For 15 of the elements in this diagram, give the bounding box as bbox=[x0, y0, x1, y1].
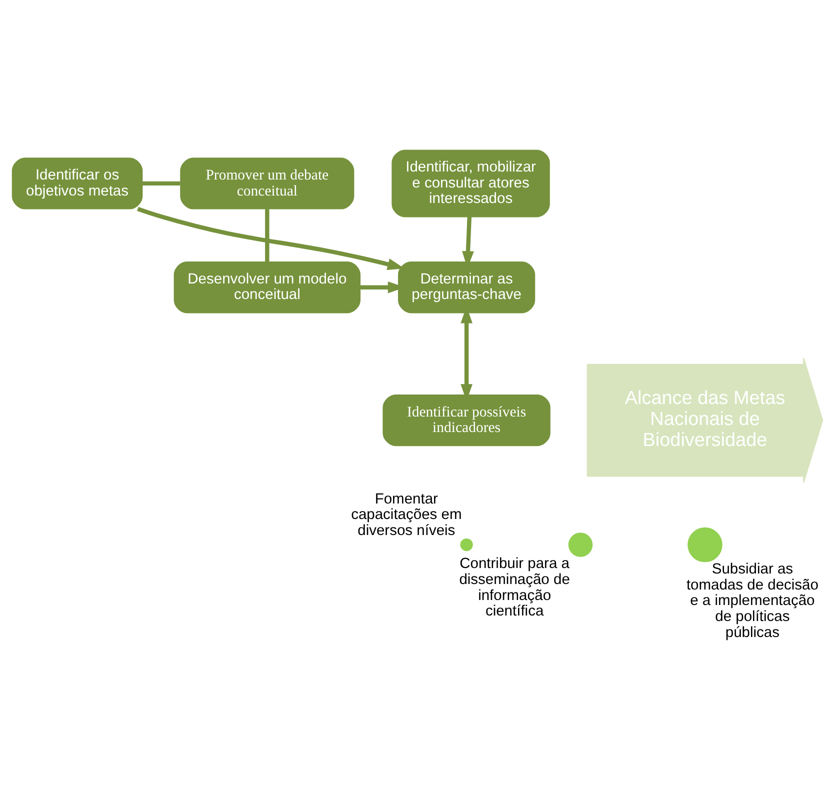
node-label: Contribuir para a disseminação de informação científica bbox=[459, 556, 570, 620]
node-box: Identificar possíveis indicadores bbox=[382, 394, 550, 446]
node-label: Subsidiar as tomadas de decisão e a implementação de políticas públicas bbox=[686, 561, 818, 641]
connector bbox=[142, 181, 180, 186]
node-box: Identificar os objetivos metas bbox=[12, 158, 143, 210]
node-circle bbox=[568, 532, 593, 557]
node-box: Determinar as perguntas-chave bbox=[398, 262, 536, 314]
arrow bbox=[137, 206, 404, 270]
node-label: Fomentar capacitações em diversos níveis bbox=[351, 491, 462, 539]
node-circle bbox=[688, 527, 722, 562]
node-box: Desenvolver um modelo conceitual bbox=[174, 262, 361, 314]
node-box: Promover um debate conceitual bbox=[180, 158, 354, 210]
node-box: Identificar, mobilizar e consultar atores interessados bbox=[392, 150, 550, 218]
node-circle bbox=[460, 538, 473, 552]
connector bbox=[265, 209, 270, 262]
